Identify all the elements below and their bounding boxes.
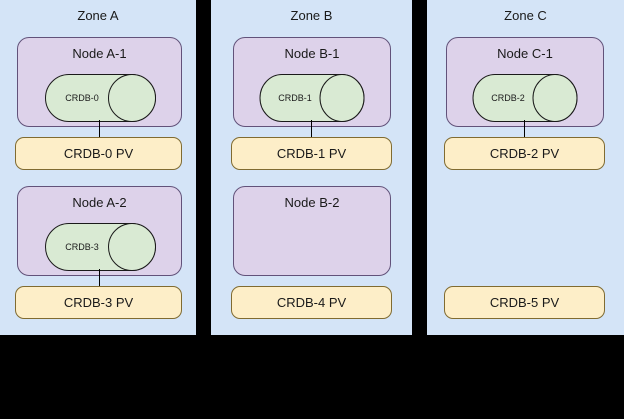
connector-c-1 xyxy=(524,120,525,138)
zone-b-title: Zone B xyxy=(290,8,333,23)
node-b-2-title: Node B-2 xyxy=(284,195,340,210)
pod-crdb-3[interactable]: CRDB-3 xyxy=(45,223,156,271)
node-a-2[interactable]: Node A-2 CRDB-3 xyxy=(17,186,182,276)
pv-crdb-0[interactable]: CRDB-0 PV xyxy=(15,137,182,170)
zone-c-title: Zone C xyxy=(504,8,547,23)
connector-a-2 xyxy=(99,269,100,287)
pod-crdb-0[interactable]: CRDB-0 xyxy=(45,74,156,122)
pv-crdb-3[interactable]: CRDB-3 PV xyxy=(15,286,182,319)
node-a-1-title: Node A-1 xyxy=(72,46,127,61)
pv-crdb-1-label: CRDB-1 PV xyxy=(276,146,347,161)
pod-crdb-2[interactable]: CRDB-2 xyxy=(472,74,578,122)
pv-crdb-2[interactable]: CRDB-2 PV xyxy=(444,137,605,170)
pv-crdb-2-label: CRDB-2 PV xyxy=(489,146,560,161)
zone-c: Zone C Node C-1 CRDB-2 CRDB-2 PV CRDB-5 … xyxy=(427,0,624,335)
pv-crdb-1[interactable]: CRDB-1 PV xyxy=(231,137,392,170)
node-c-1-title: Node C-1 xyxy=(497,46,553,61)
node-b-2[interactable]: Node B-2 xyxy=(233,186,391,276)
node-b-1-title: Node B-1 xyxy=(284,46,340,61)
pod-crdb-1[interactable]: CRDB-1 xyxy=(259,74,365,122)
zone-b: Zone B Node B-1 CRDB-1 CRDB-1 PV Node B-… xyxy=(211,0,412,335)
node-a-1[interactable]: Node A-1 CRDB-0 xyxy=(17,37,182,127)
pv-crdb-0-label: CRDB-0 PV xyxy=(63,146,134,161)
pv-crdb-5-label: CRDB-5 PV xyxy=(489,295,560,310)
connector-b-1 xyxy=(311,120,312,138)
zone-a-title: Zone A xyxy=(77,8,119,23)
connector-a-1 xyxy=(99,120,100,138)
pv-crdb-4-label: CRDB-4 PV xyxy=(276,295,347,310)
pv-crdb-4[interactable]: CRDB-4 PV xyxy=(231,286,392,319)
node-b-1[interactable]: Node B-1 CRDB-1 xyxy=(233,37,391,127)
zone-a: Zone A Node A-1 CRDB-0 CRDB-0 PV Node A-… xyxy=(0,0,196,335)
pv-crdb-3-label: CRDB-3 PV xyxy=(63,295,134,310)
node-c-1[interactable]: Node C-1 CRDB-2 xyxy=(446,37,604,127)
node-a-2-title: Node A-2 xyxy=(72,195,127,210)
pv-crdb-5[interactable]: CRDB-5 PV xyxy=(444,286,605,319)
